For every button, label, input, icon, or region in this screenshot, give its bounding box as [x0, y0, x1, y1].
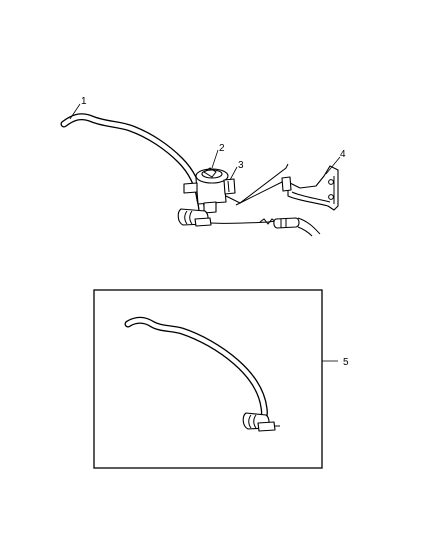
hose-part-1 [60, 113, 206, 218]
callout-2: 2 [219, 143, 225, 154]
callout-5: 5 [343, 357, 349, 368]
vacuum-line [210, 220, 277, 224]
tube-connector [273, 217, 321, 237]
inset-box-part-5 [93, 289, 338, 469]
bracket-part-4 [281, 165, 339, 211]
connector-part-3 [223, 178, 236, 195]
callout-1: 1 [81, 96, 87, 107]
callout-4: 4 [340, 149, 346, 160]
purge-valve-part-2 [183, 167, 236, 214]
hose-part-5 [124, 316, 268, 424]
inset-elbow-fitting [242, 412, 280, 432]
callout-3: 3 [238, 160, 244, 171]
upper-assembly [60, 103, 341, 237]
elbow-fitting [177, 208, 212, 227]
